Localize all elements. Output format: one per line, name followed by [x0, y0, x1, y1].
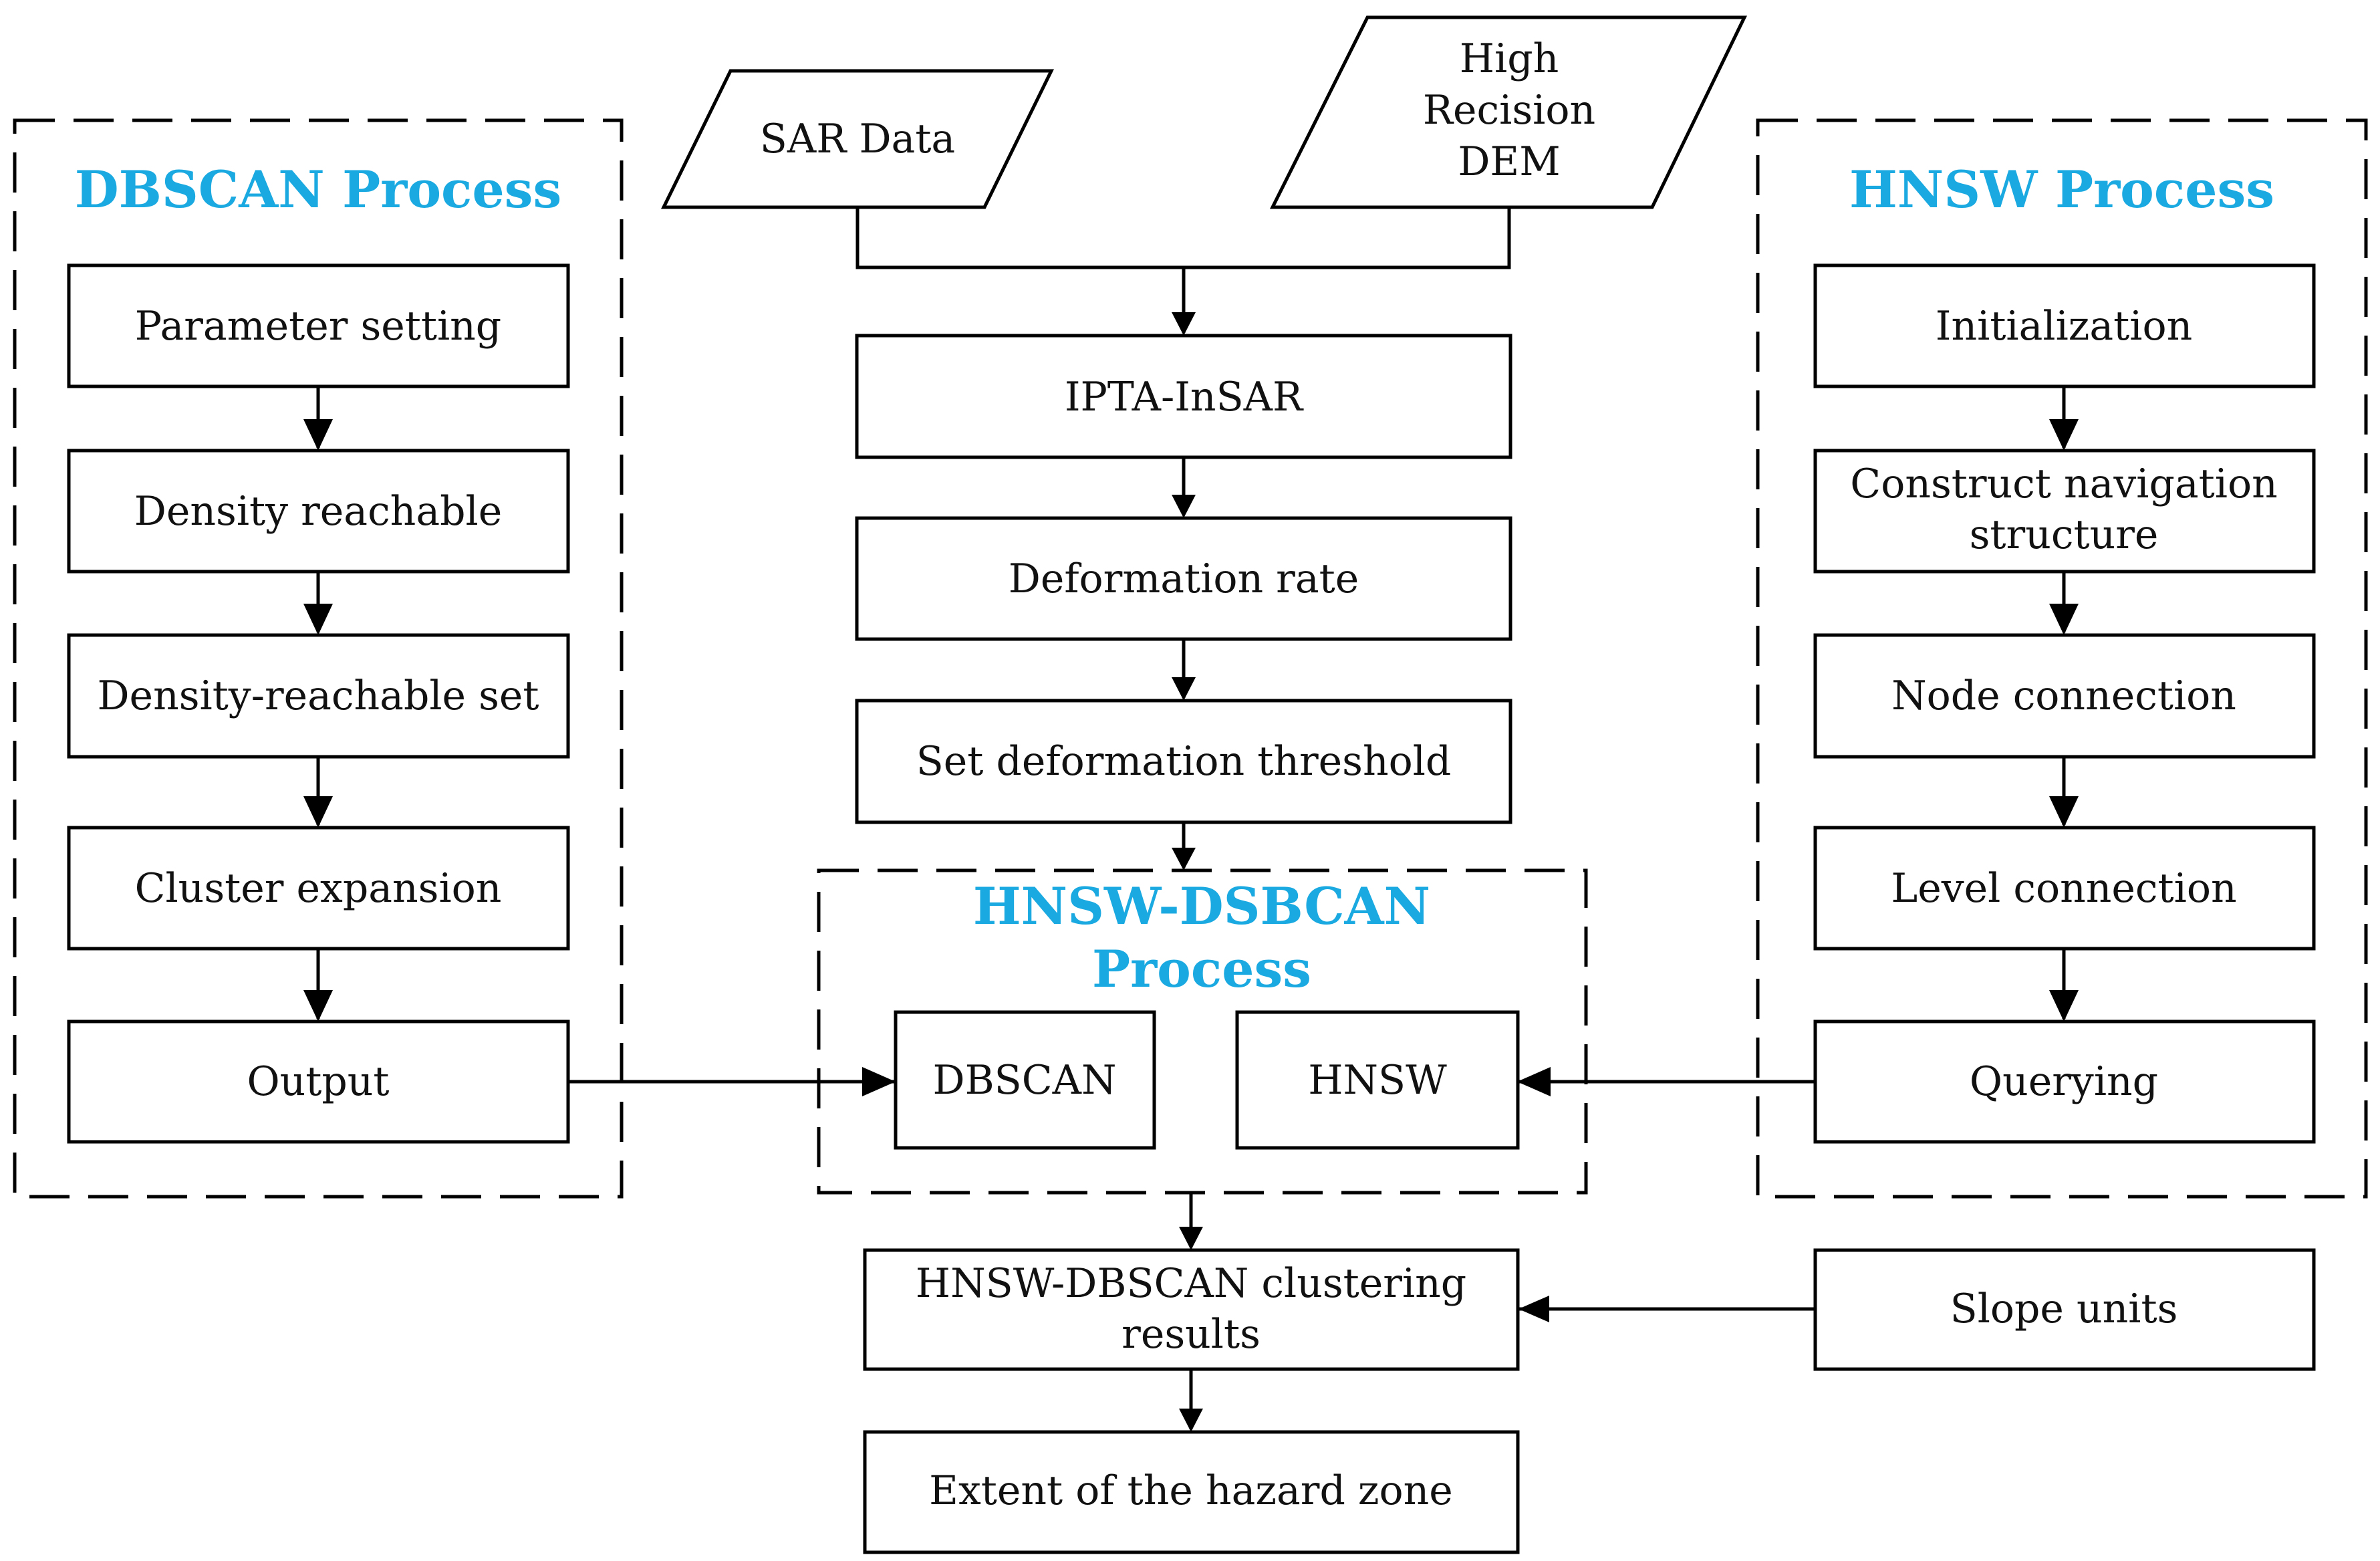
density-reachable-box: Density reachable — [67, 449, 570, 574]
ipta-insar-box: IPTA-InSAR — [855, 334, 1512, 459]
parameter-setting-label: Parameter setting — [135, 303, 501, 350]
node-connection-box: Node connection — [1813, 633, 2316, 759]
edge-sar-merge — [855, 207, 1511, 269]
arrowhead-set — [303, 604, 333, 635]
slope-units-box: Slope units — [1813, 1248, 2316, 1371]
deformation-rate-box: Deformation rate — [855, 516, 1512, 641]
level-connection-box: Level connection — [1813, 826, 2316, 951]
arrowhead-hnsw-in — [1517, 1067, 1551, 1096]
hnsw-process-group: HNSW Process — [1756, 118, 2368, 1199]
arrowhead-threshold — [1172, 677, 1196, 701]
construct-navigation-structure-box: Construct navigation structure — [1813, 449, 2316, 574]
initialization-box: Initialization — [1813, 263, 2316, 388]
arrowhead-node — [2049, 604, 2079, 635]
sar-data-input: SAR Data — [660, 69, 1055, 209]
dbscan-process-group: DBSCAN Process — [13, 118, 624, 1199]
dem-label-line1: High — [1460, 35, 1559, 82]
arrowhead-results-from-slope — [1518, 1296, 1549, 1322]
deformation-rate-label: Deformation rate — [1009, 556, 1359, 602]
parameter-setting-box: Parameter setting — [67, 263, 570, 388]
sar-data-label: SAR Data — [760, 116, 955, 162]
clustering-results-label-line2: results — [1121, 1311, 1261, 1358]
arrowhead-dbscan-in — [862, 1067, 896, 1096]
hnsw-dbscan-process-title-line1: HNSW-DSBCAN — [973, 876, 1430, 936]
slope-units-label: Slope units — [1950, 1286, 2178, 1332]
ipta-insar-label: IPTA-InSAR — [1065, 374, 1304, 421]
arrowhead-results-from-hybrid — [1179, 1227, 1203, 1250]
density-reachable-label: Density reachable — [134, 488, 502, 535]
arrowhead-rate — [1172, 495, 1196, 518]
hnsw-inner-box: HNSW — [1235, 1010, 1520, 1150]
hazard-zone-extent-box: Extent of the hazard zone — [863, 1430, 1520, 1554]
arrowhead-hybrid — [1172, 848, 1196, 870]
arrowhead-ipta — [1172, 312, 1196, 336]
set-deformation-threshold-box: Set deformation threshold — [855, 699, 1512, 824]
cluster-expansion-label: Cluster expansion — [135, 865, 502, 912]
density-reachable-set-label: Density-reachable set — [97, 673, 539, 719]
node-connection-label: Node connection — [1891, 673, 2236, 719]
construct-navigation-label-line2: structure — [1970, 511, 2159, 558]
arrowhead-expansion — [303, 796, 333, 828]
set-deformation-threshold-label: Set deformation threshold — [916, 738, 1452, 785]
output-box: Output — [67, 1019, 570, 1144]
level-connection-label: Level connection — [1891, 865, 2236, 912]
dbscan-inner-label: DBSCAN — [932, 1057, 1116, 1104]
construct-navigation-label-line1: Construct navigation — [1850, 461, 2277, 507]
dbscan-process-title: DBSCAN Process — [75, 160, 562, 219]
initialization-label: Initialization — [1936, 303, 2192, 350]
high-recision-dem-input: High Recision DEM — [1269, 15, 1747, 209]
arrowhead-construct — [2049, 419, 2079, 451]
dem-label-line2: Recision — [1423, 87, 1595, 134]
arrowheads — [303, 312, 2079, 1432]
arrowhead-level — [2049, 796, 2079, 828]
hnsw-dbscan-process-title-line2: Process — [1092, 939, 1311, 999]
hnsw-dbscan-process-group: HNSW-DSBCAN Process — [817, 868, 1588, 1195]
hazard-zone-extent-label: Extent of the hazard zone — [929, 1467, 1453, 1514]
clustering-results-label-line1: HNSW-DBSCAN clustering — [916, 1260, 1466, 1307]
density-reachable-set-box: Density-reachable set — [67, 633, 570, 759]
querying-label: Querying — [1970, 1058, 2158, 1105]
dbscan-inner-box: DBSCAN — [894, 1010, 1156, 1150]
hnsw-inner-label: HNSW — [1308, 1057, 1447, 1104]
cluster-expansion-box: Cluster expansion — [67, 826, 570, 951]
arrowhead-reachable — [303, 419, 333, 451]
dem-label-line3: DEM — [1458, 138, 1560, 185]
arrowhead-hazard — [1179, 1409, 1203, 1432]
arrowhead-query — [2049, 990, 2079, 1022]
arrowhead-output — [303, 990, 333, 1022]
querying-box: Querying — [1813, 1019, 2316, 1144]
output-label: Output — [247, 1058, 389, 1105]
hnsw-process-title: HNSW Process — [1849, 160, 2274, 219]
clustering-results-box: HNSW-DBSCAN clustering results — [863, 1248, 1520, 1371]
